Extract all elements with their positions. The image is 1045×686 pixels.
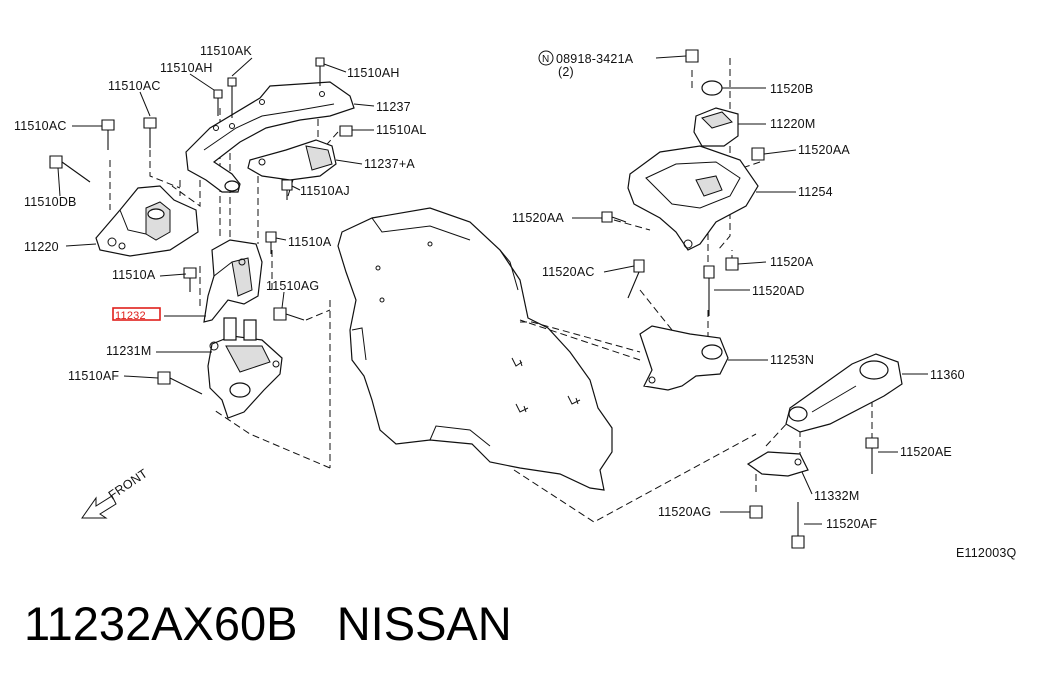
label-11510AC-top[interactable]: 11510AC	[108, 79, 161, 93]
label-11253N[interactable]: 11253N	[770, 353, 814, 367]
insulator-11232	[203, 239, 263, 323]
label-11510AF[interactable]: 11510AF	[68, 369, 119, 383]
leader-lines	[57, 55, 928, 525]
label-11520B[interactable]: 11520B	[770, 82, 813, 96]
label-11237A[interactable]: 11237+A	[364, 157, 415, 171]
label-11254[interactable]: 11254	[798, 185, 833, 199]
label-11520AE[interactable]: 11520AE	[900, 445, 952, 459]
engine-block	[337, 207, 613, 491]
label-11510DB[interactable]: 11510DB	[24, 195, 77, 209]
bracket-11237	[185, 81, 355, 193]
label-11520AG[interactable]: 11520AG	[658, 505, 711, 519]
bolts-right	[749, 437, 879, 549]
label-11520AD[interactable]: 11520AD	[752, 284, 805, 298]
part-number: 11232AX60B	[24, 597, 298, 650]
label-11510AH[interactable]: 11510AH	[160, 61, 213, 75]
label-11510AL[interactable]: 11510AL	[376, 123, 427, 137]
label-11220M[interactable]: 11220M	[770, 117, 815, 131]
label-11237[interactable]: 11237	[376, 100, 411, 114]
label-11520AA-left[interactable]: 11520AA	[512, 211, 564, 225]
label-11232[interactable]: 11232	[115, 310, 146, 322]
bracket-11237A	[247, 139, 337, 181]
rod-11360	[785, 353, 903, 433]
label-n: N	[542, 54, 549, 65]
label-11231M[interactable]: 11231M	[106, 344, 151, 358]
label-11510A-lower[interactable]: 11510A	[112, 268, 156, 282]
label-11510AJ[interactable]: 11510AJ	[300, 184, 350, 198]
label-11220[interactable]: 11220	[24, 240, 59, 254]
bolts-left	[49, 57, 353, 395]
part-footer: 11232AX60B NISSAN	[24, 596, 512, 651]
bracket-11332M	[746, 451, 809, 477]
label-11520AF[interactable]: 11520AF	[826, 517, 877, 531]
label-front: FRONT	[106, 466, 150, 502]
label-11510AC[interactable]: 11510AC	[14, 119, 67, 133]
label-08918-3421A[interactable]: 08918-3421A	[556, 52, 634, 66]
diagram-code: E112003Q	[956, 546, 1017, 560]
label-11520A[interactable]: 11520A	[770, 255, 814, 269]
label-11520AC[interactable]: 11520AC	[542, 265, 595, 279]
n-circle-icon	[538, 50, 554, 66]
front-arrow-icon	[81, 495, 117, 519]
mount-11231M	[207, 317, 283, 419]
mount-11220	[95, 185, 199, 257]
label-11520AA[interactable]: 11520AA	[798, 143, 850, 157]
label-11510A[interactable]: 11510A	[288, 235, 332, 249]
mount-11220M	[685, 49, 739, 147]
label-quantity: (2)	[558, 65, 574, 79]
bracket-11253N	[639, 325, 729, 391]
label-11332M[interactable]: 11332M	[814, 489, 859, 503]
bracket-11254	[601, 145, 765, 316]
highlight-box-11232	[112, 307, 161, 321]
label-11510AH-right[interactable]: 11510AH	[347, 66, 400, 80]
label-11360[interactable]: 11360	[930, 368, 965, 382]
label-11510AG[interactable]: 11510AG	[266, 279, 319, 293]
label-11510AK[interactable]: 11510AK	[200, 44, 252, 58]
brand-name: NISSAN	[336, 597, 512, 650]
